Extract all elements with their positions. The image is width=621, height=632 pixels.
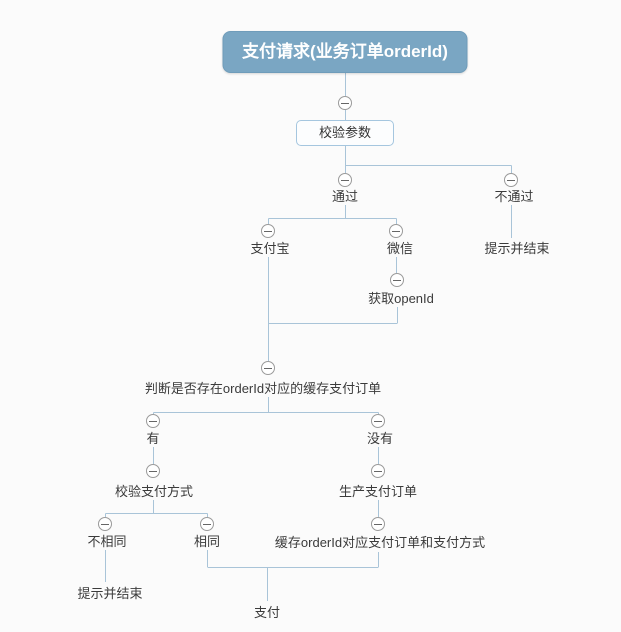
- node-same[interactable]: 相同: [193, 534, 221, 549]
- minus-glyph: [374, 470, 382, 472]
- collapse-minus-icon-wechat[interactable]: [389, 224, 403, 238]
- collapse-minus-icon-verify-pay-method[interactable]: [146, 464, 160, 478]
- collapse-minus-icon-no-order[interactable]: [371, 414, 385, 428]
- minus-glyph: [341, 179, 349, 181]
- collapse-minus-icon-fail[interactable]: [504, 173, 518, 187]
- node-no-order[interactable]: 没有: [366, 431, 394, 446]
- minus-glyph: [203, 523, 211, 525]
- connector-verify-to-children: [105, 500, 208, 517]
- node-fail[interactable]: 不通过: [494, 189, 534, 204]
- connector-merge-to-check: [268, 257, 398, 361]
- node-pass[interactable]: 通过: [331, 189, 359, 204]
- node-get-openid[interactable]: 获取openId: [368, 291, 434, 306]
- minus-glyph: [149, 420, 157, 422]
- collapse-minus-icon-has-order[interactable]: [146, 414, 160, 428]
- minus-glyph: [149, 470, 157, 472]
- connector-validate-to-pass-fail: [345, 144, 512, 173]
- minus-glyph: [341, 102, 349, 104]
- node-not-same-end[interactable]: 提示并结束: [77, 586, 143, 601]
- minus-glyph: [101, 523, 109, 525]
- node-wechat[interactable]: 微信: [386, 241, 414, 256]
- collapse-minus-icon-create-pay-order[interactable]: [371, 464, 385, 478]
- collapse-minus-icon-same[interactable]: [200, 517, 214, 531]
- collapse-minus-icon-cache-order[interactable]: [371, 517, 385, 531]
- minus-glyph: [392, 230, 400, 232]
- node-root[interactable]: 支付请求(业务订单orderId): [222, 31, 468, 73]
- node-validate-params[interactable]: 校验参数: [296, 120, 394, 146]
- node-not-same[interactable]: 不相同: [87, 534, 127, 549]
- minus-glyph: [374, 420, 382, 422]
- minus-glyph: [264, 367, 272, 369]
- node-verify-pay-method[interactable]: 校验支付方式: [114, 484, 194, 499]
- connector-merge-to-pay: [207, 550, 379, 601]
- minus-glyph: [393, 279, 401, 281]
- node-alipay[interactable]: 支付宝: [250, 241, 290, 256]
- connector-check-to-has-none: [153, 397, 379, 414]
- node-has-order[interactable]: 有: [146, 431, 160, 446]
- node-cache-order[interactable]: 缓存orderId对应支付订单和支付方式: [274, 535, 486, 550]
- collapse-minus-icon-validate-params[interactable]: [338, 96, 352, 110]
- node-create-pay-order[interactable]: 生产支付订单: [338, 484, 418, 499]
- minus-glyph: [264, 230, 272, 232]
- minus-glyph: [374, 523, 382, 525]
- collapse-minus-icon-not-same[interactable]: [98, 517, 112, 531]
- collapse-minus-icon-get-openid[interactable]: [390, 273, 404, 287]
- node-pay[interactable]: 支付: [253, 605, 281, 620]
- node-check-cached-order[interactable]: 判断是否存在orderId对应的缓存支付订单: [144, 381, 382, 396]
- collapse-minus-icon-check-cached-order[interactable]: [261, 361, 275, 375]
- connector-pass-to-alipay-wechat: [268, 205, 397, 224]
- collapse-minus-icon-alipay[interactable]: [261, 224, 275, 238]
- node-fail-end[interactable]: 提示并结束: [484, 241, 550, 256]
- collapse-minus-icon-pass[interactable]: [338, 173, 352, 187]
- minus-glyph: [507, 179, 515, 181]
